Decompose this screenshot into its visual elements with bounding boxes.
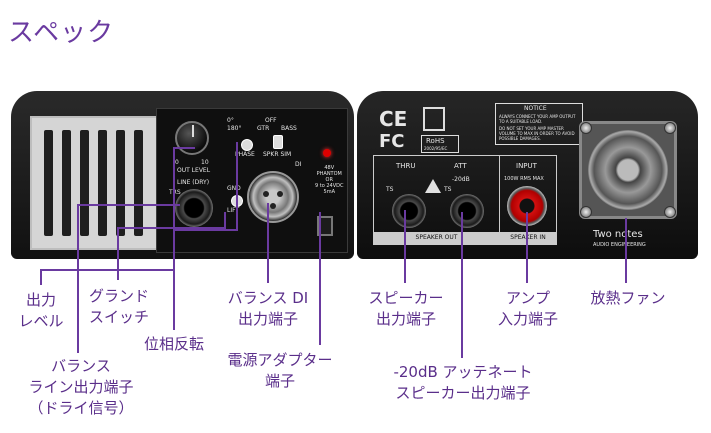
callout-amp-input: アンプ 入力端子 xyxy=(497,289,558,328)
callout-fan: 放熱ファン xyxy=(590,289,666,307)
spkr-sim-label: SPKR SIM xyxy=(263,151,292,158)
screw-icon xyxy=(664,122,676,134)
callout-ground-switch: グランド スイッチ xyxy=(88,287,149,326)
phantom-led xyxy=(323,149,331,157)
screw-icon xyxy=(580,206,592,218)
brand-logo: Two notes xyxy=(593,229,643,240)
left-unit-rear-panel: 0 10 OUT LEVEL 0° 180° OFF GTR BASS PHAS… xyxy=(11,91,354,259)
phantom-label: 48V PHANTOM OR 9 to 24VDC 5mA xyxy=(315,165,344,195)
callout-balanced-di: バランス DI 出力端子 xyxy=(227,289,309,328)
weee-bin-icon xyxy=(423,107,445,131)
callout-output-level: 出力 レベル xyxy=(18,291,64,330)
callout-phase-invert: 位相反転 xyxy=(143,335,204,353)
out-level-knob[interactable] xyxy=(175,121,209,155)
phase-label: PHASE xyxy=(235,151,255,158)
callout-power-adapter: 電源アダプター 端子 xyxy=(227,351,333,390)
line-out-jack[interactable] xyxy=(175,189,213,227)
cooling-fan xyxy=(579,121,677,219)
phase-0-label: 0° xyxy=(227,117,234,124)
phase-switch[interactable] xyxy=(241,139,253,151)
knob-min-label: 0 xyxy=(175,159,179,166)
warning-icon xyxy=(425,179,441,193)
rohs-mark: RoHS 2002/95/EC xyxy=(421,135,459,153)
di-label: DI xyxy=(295,161,302,168)
bass-label: BASS xyxy=(281,125,297,132)
fan-icon xyxy=(588,130,668,210)
callout-att-speaker-out: -20dB アッテネート スピーカー出力端子 xyxy=(393,363,533,402)
spkr-sim-switch[interactable] xyxy=(273,135,283,149)
phase-180-label: 180° xyxy=(227,125,242,132)
thru-jack[interactable] xyxy=(392,194,426,228)
ce-mark: CE xyxy=(379,107,408,131)
fc-mark: FC xyxy=(379,131,405,152)
gtr-label: GTR xyxy=(257,125,270,132)
screw-icon xyxy=(580,122,592,134)
di-xlr-output[interactable] xyxy=(247,171,299,223)
screw-icon xyxy=(664,206,676,218)
out-level-label: OUT LEVEL xyxy=(177,167,211,174)
brand-sub: AUDIO ENGINEERING xyxy=(593,242,646,248)
callout-speaker-out: スピーカー 出力端子 xyxy=(368,289,444,328)
page-title: スペック xyxy=(8,18,115,48)
lift-label: LIFT xyxy=(227,207,240,214)
line-dry-label: LINE (DRY) xyxy=(177,179,210,186)
gnd-label: GND xyxy=(227,185,241,192)
att-jack[interactable] xyxy=(450,194,484,228)
right-unit-rear-panel: CE FC RoHS 2002/95/EC NOTICE ALWAYS CONN… xyxy=(357,91,698,259)
knob-max-label: 10 xyxy=(201,159,209,166)
off-label: OFF xyxy=(265,117,277,124)
callout-balanced-line: バランス ライン出力端子 （ドライ信号） xyxy=(28,357,134,417)
